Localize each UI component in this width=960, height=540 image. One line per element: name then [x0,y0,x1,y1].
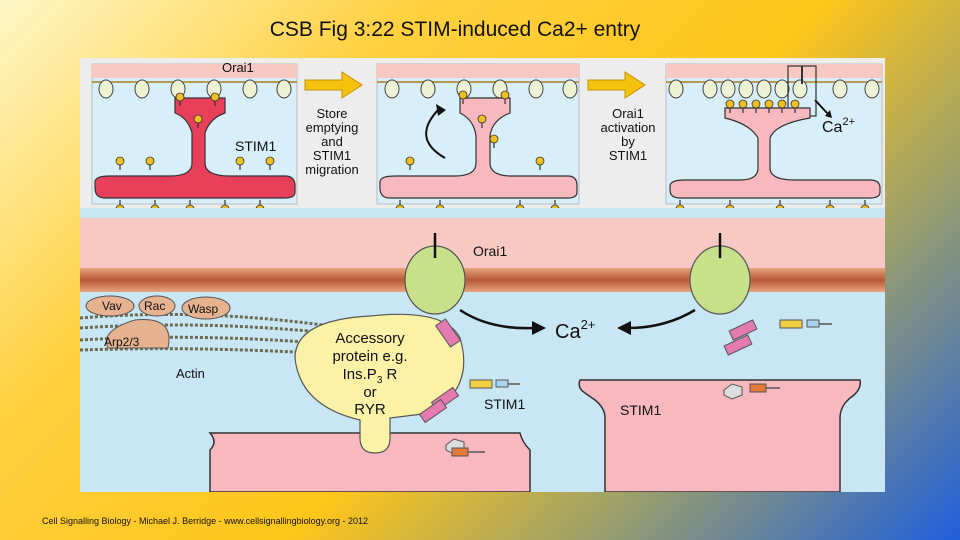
top-panel-step2 [376,63,580,214]
rac-label: Rac [144,299,165,313]
er-depleting [379,97,578,199]
ca-arrow-left [459,308,536,330]
er-right [578,379,862,493]
stim1-label-top: STIM1 [235,138,276,154]
svg-text:or: or [363,384,376,401]
slide-title: CSB Fig 3:22 STIM-induced Ca2+ entry [269,18,641,41]
stim-orai-diagram: Orai1 STIM1 Store emptying and STIM1 mig… [79,58,885,493]
svg-text:activation: activation [601,120,656,135]
svg-text:STIM1: STIM1 [313,148,351,163]
plasma-membrane [80,268,885,292]
wasp-label: Wasp [188,302,219,316]
orai1-label-bottom: Orai1 [473,243,507,259]
footer-citation: Cell Signalling Biology - Michael J. Ber… [42,516,368,526]
svg-text:Store: Store [316,106,347,121]
wasp-protein [181,296,231,320]
svg-text:and: and [321,134,343,149]
svg-text:migration: migration [305,162,358,177]
arp23-label: Arp2/3 [104,335,140,349]
ca-label-bottom: Ca2+ [555,317,595,343]
orai1-channel-right [689,233,751,315]
step2-caption: Orai1 activation by STIM1 [601,106,656,163]
step1-caption: Store emptying and STIM1 migration [305,106,358,177]
orai1-label-top: Orai1 [222,60,254,75]
stim1-label-right: STIM1 [620,402,661,418]
rac-protein [138,295,176,317]
stim1-left [418,318,520,457]
bottom-panel: Vav Rac Wasp Arp2/3 Actin Accessory prot… [79,208,885,493]
stim1-label-left: STIM1 [484,396,525,412]
vav-protein [85,295,135,317]
svg-text:protein e.g.: protein e.g. [332,348,407,365]
accessory-text: Accessory protein e.g. Ins.P3 R or RYR [332,330,407,418]
migration-arrow [425,107,446,159]
top-panel-step1: Orai1 STIM1 [91,60,298,214]
svg-text:Ins.P3 R: Ins.P3 R [343,366,398,386]
svg-text:by: by [621,134,635,149]
vav-label: Vav [102,299,122,313]
svg-text:Accessory: Accessory [335,330,405,347]
svg-text:RYR: RYR [354,401,386,418]
step-arrow-1 [304,71,363,99]
svg-text:Orai1: Orai1 [612,106,644,121]
svg-text:STIM1: STIM1 [609,148,647,163]
ca-label-top: Ca2+ [822,116,855,136]
figure: Orai1 STIM1 Store emptying and STIM1 mig… [79,58,885,493]
top-panel-step3: Ca2+ [665,63,883,214]
er-full [94,97,296,199]
actin-label: Actin [176,366,205,381]
er-depleted [669,107,881,199]
accessory-protein [294,313,465,454]
orai1-channel-left [404,233,466,315]
svg-text:emptying: emptying [306,120,359,135]
ca-arrow-right [627,308,696,330]
arp23-protein [106,319,170,349]
stim1-right [723,319,832,400]
step-arrow-2 [587,71,646,99]
